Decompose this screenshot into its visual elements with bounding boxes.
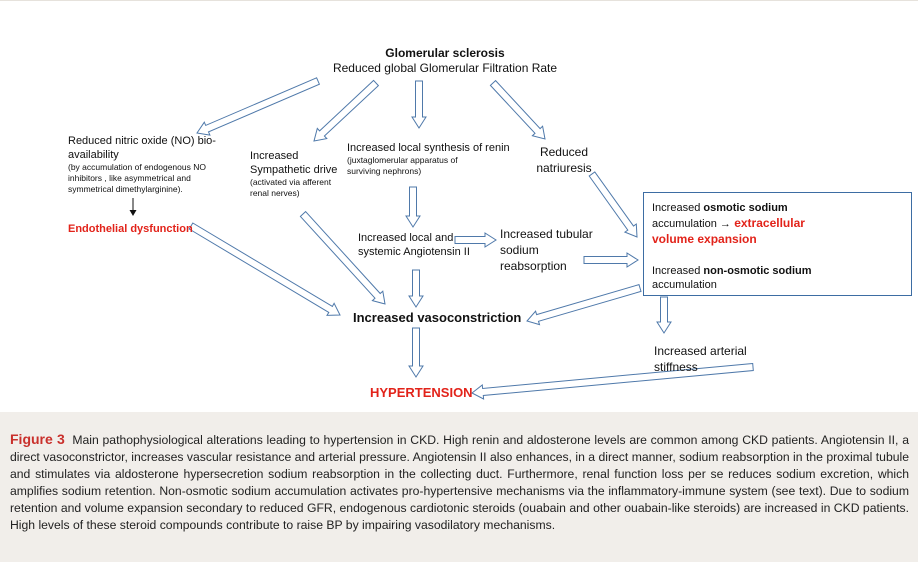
caption-text: Main pathophysiological alterations lead… bbox=[10, 433, 909, 532]
arrow-tubular-to-sodium-box bbox=[583, 252, 639, 268]
diagram-panel: Glomerular sclerosis Reduced global Glom… bbox=[0, 0, 918, 400]
arrow-no-to-endothelial-head bbox=[129, 210, 137, 216]
node-glomerular: Glomerular sclerosis Reduced global Glom… bbox=[300, 45, 590, 76]
node-reduced-no-small1: (by accumulation of endogenous NO bbox=[68, 162, 206, 172]
node-renin: Increased local synthesis of renin (juxt… bbox=[347, 141, 510, 177]
node-glomerular-subtitle: Reduced global Glomerular Filtration Rat… bbox=[332, 61, 558, 75]
arrow-sodium-box-to-stiffness bbox=[656, 296, 672, 334]
node-reduced-no-small2: inhibitors , like asymmetrical and bbox=[68, 173, 191, 183]
node-endothelial-dysfunction: Endothelial dysfunction bbox=[68, 223, 193, 235]
node-tubular-line1: Increased tubular bbox=[500, 227, 593, 241]
node-sympathetic-line2: Sympathetic drive bbox=[250, 164, 338, 176]
arrow-renin-to-angiotensin bbox=[405, 186, 421, 228]
arrows-layer bbox=[129, 77, 754, 400]
sodium-volume-expansion: volume expansion bbox=[652, 232, 757, 246]
sodium-extracellular: extracellular bbox=[730, 216, 805, 230]
arrow-top-to-renin bbox=[411, 80, 427, 129]
sodium-osmotic-bold: osmotic sodium bbox=[703, 202, 788, 214]
node-angiotensin-line1: Increased local and bbox=[358, 232, 454, 244]
arrow-natriuresis-to-sodium-box bbox=[588, 171, 638, 238]
sodium-nonosmotic-bold: non-osmotic sodium bbox=[703, 265, 812, 277]
node-arterial-stiffness: Increased arterial stiffness bbox=[654, 343, 747, 375]
node-reduced-no: Reduced nitric oxide (NO) bio- availabil… bbox=[68, 134, 216, 195]
arrow-vasoconstriction-to-hypertension bbox=[408, 327, 424, 378]
arrow-stiffness-to-hypertension bbox=[471, 362, 754, 400]
arrow-sodium-box-to-vasoconstriction bbox=[526, 283, 642, 326]
arrow-angiotensin-to-vasoconstriction bbox=[408, 269, 424, 308]
arrow-top-to-natriuresis bbox=[489, 79, 546, 140]
sodium-osmotic-prefix: Increased bbox=[652, 202, 704, 214]
node-sympathetic-small2: renal nerves) bbox=[250, 188, 300, 198]
caption-panel: Figure 3 Main pathophysiological alterat… bbox=[0, 412, 918, 562]
figure-label: Figure 3 bbox=[10, 431, 65, 447]
node-angiotensin-line2: systemic Angiotensin II bbox=[358, 246, 470, 258]
node-tubular-line2: sodium bbox=[500, 243, 539, 257]
sodium-accumulation-prefix: accumulation bbox=[652, 218, 720, 230]
node-sympathetic-small1: (activated via afferent bbox=[250, 177, 332, 187]
node-hypertension: HYPERTENSION bbox=[370, 385, 473, 400]
sodium-box: Increased osmotic sodium accumulation → … bbox=[643, 192, 912, 296]
arrow-angiotensin-to-tubular bbox=[454, 232, 497, 248]
node-tubular: Increased tubular sodium reabsorption bbox=[500, 226, 593, 274]
node-arterial-stiffness-line2: stiffness bbox=[654, 360, 698, 374]
sodium-osmotic-line: Increased osmotic sodium bbox=[652, 201, 788, 215]
arrow-sympathetic-to-vasoconstriction bbox=[299, 210, 386, 305]
sodium-nonosmotic-prefix: Increased bbox=[652, 265, 704, 277]
node-glomerular-title: Glomerular sclerosis bbox=[385, 46, 505, 60]
node-natriuresis-line1: Reduced bbox=[539, 145, 589, 159]
node-reduced-no-line2: availability bbox=[68, 149, 119, 161]
sodium-nonosmotic-line2: accumulation bbox=[652, 279, 717, 291]
arrow-top-to-sympathetic bbox=[313, 79, 380, 142]
node-natriuresis-line2: natriuresis bbox=[536, 161, 592, 175]
node-renin-small2: surviving nephrons) bbox=[347, 166, 422, 176]
node-renin-small1: (juxtaglomerular apparatus of bbox=[347, 155, 458, 165]
node-natriuresis: Reduced natriuresis bbox=[533, 144, 595, 176]
sodium-accumulation-line: accumulation → extracellular bbox=[652, 216, 805, 231]
node-sympathetic: Increased Sympathetic drive (activated v… bbox=[250, 149, 337, 199]
node-angiotensin: Increased local and systemic Angiotensin… bbox=[358, 231, 470, 259]
arrow-endothelial-to-vasoconstriction bbox=[188, 222, 341, 316]
node-vasoconstriction: Increased vasoconstriction bbox=[353, 310, 522, 325]
node-reduced-no-small3: symmetrical dimethylarginine). bbox=[68, 184, 183, 194]
node-reduced-no-line1: Reduced nitric oxide (NO) bio- bbox=[68, 135, 216, 147]
node-sympathetic-line1: Increased bbox=[250, 150, 299, 162]
figure-caption: Figure 3 Main pathophysiological alterat… bbox=[10, 431, 909, 533]
sodium-nonosmotic-line: Increased non-osmotic sodium bbox=[652, 264, 812, 278]
node-tubular-line3: reabsorption bbox=[500, 259, 567, 273]
node-renin-line1: Increased local synthesis of renin bbox=[347, 142, 510, 154]
arrow-top-to-reduced-no bbox=[196, 77, 321, 136]
node-arterial-stiffness-line1: Increased arterial bbox=[654, 344, 747, 358]
sodium-accumulation-arrow: → bbox=[719, 218, 731, 230]
